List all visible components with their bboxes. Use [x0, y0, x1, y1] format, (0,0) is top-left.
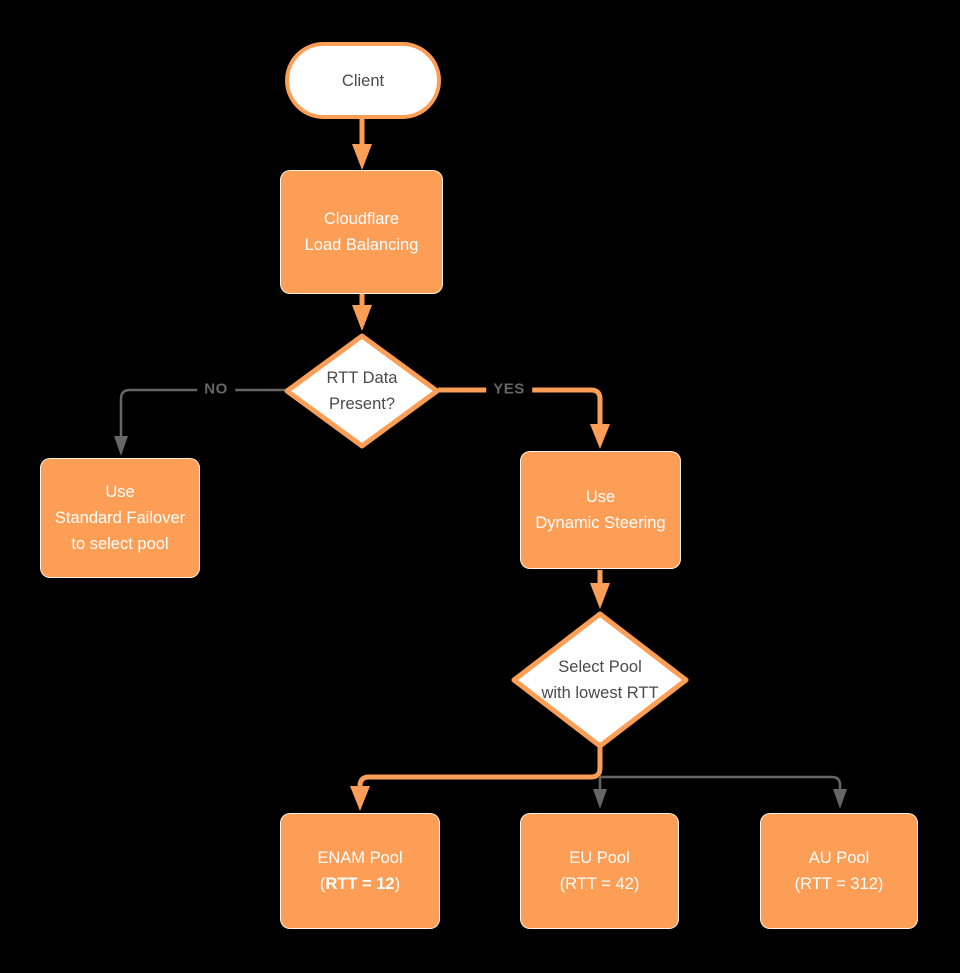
edge-label-no: NO [197, 379, 235, 399]
eu-pool-node: EU Pool (RTT = 42) [520, 813, 679, 929]
standard-failover-label-line1: Use [105, 483, 135, 501]
connector-no-branch [119, 388, 286, 438]
rtt-decision-label: RTT Data Present? [327, 365, 398, 417]
arrowhead-client-to-loadbalancing-icon [352, 144, 372, 170]
load-balancing-label-line2: Load Balancing [304, 236, 419, 254]
load-balancing-node: Cloudflare Load Balancing [280, 170, 443, 294]
select-pool-diamond [511, 611, 689, 749]
standard-failover-label-line2: Standard Failover [54, 509, 186, 527]
rtt-decision-label-line2: Present? [328, 395, 396, 413]
select-pool-label-line1: Select Pool [558, 658, 642, 676]
select-pool-label-line2: with lowest RTT [541, 684, 659, 702]
client-node: Client [285, 42, 441, 119]
edge-label-yes: YES [486, 379, 532, 399]
arrowhead-steering-to-selectpool-icon [590, 583, 610, 609]
connector-yes-branch [438, 387, 603, 426]
arrowhead-selectpool-to-enam-icon [350, 786, 370, 811]
enam-pool-node: ENAM Pool (RTT = 12) [280, 813, 440, 929]
arrowhead-selectpool-to-au-icon [833, 789, 847, 809]
enam-rtt-value: RTT = 12 [325, 875, 395, 893]
connector-selectpool-to-au [600, 775, 842, 791]
arrowhead-selectpool-to-eu-icon [593, 789, 607, 809]
au-pool-node: AU Pool (RTT = 312) [760, 813, 918, 929]
load-balancing-label-line1: Cloudflare [323, 210, 400, 228]
standard-failover-label-line3: to select pool [71, 535, 169, 553]
eu-pool-label-line2: (RTT = 42) [559, 875, 640, 893]
client-label: Client [341, 71, 385, 90]
au-pool-label-line2: (RTT = 312) [794, 875, 884, 893]
standard-failover-node: Use Standard Failover to select pool [40, 458, 200, 578]
enam-pool-label-line2: (RTT = 12) [320, 871, 400, 897]
enam-rtt-prefix: ( [319, 875, 326, 893]
connector-selectpool-to-enam [357, 747, 603, 788]
dynamic-steering-label-line1: Use [585, 488, 616, 506]
enam-rtt-suffix: ) [394, 875, 401, 893]
arrowhead-loadbalancing-to-decision-icon [352, 305, 372, 331]
au-pool-label-line1: AU Pool [808, 849, 870, 867]
select-pool-label: Select Pool with lowest RTT [541, 654, 658, 706]
arrowhead-yes-branch-icon [590, 424, 610, 449]
dynamic-steering-node: Use Dynamic Steering [520, 451, 681, 569]
enam-pool-label-line1: ENAM Pool [317, 849, 403, 867]
eu-pool-label-line1: EU Pool [569, 849, 630, 867]
dynamic-steering-label-line2: Dynamic Steering [535, 514, 666, 532]
rtt-decision-diamond [284, 333, 440, 449]
rtt-decision-label-line1: RTT Data [326, 369, 398, 387]
arrowhead-no-branch-icon [114, 436, 128, 456]
